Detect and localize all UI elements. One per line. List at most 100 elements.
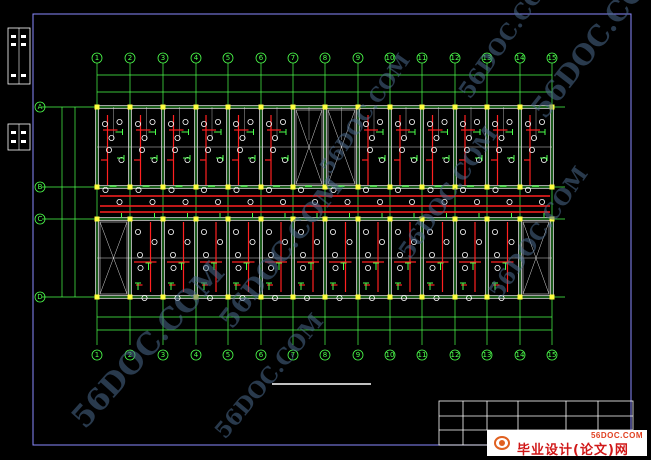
column-square-icon <box>517 216 523 222</box>
stair-cross-icon <box>327 109 356 185</box>
column-square-icon <box>160 184 166 190</box>
fixture-circle-icon <box>267 264 274 271</box>
axis-label: 1 <box>95 351 99 359</box>
axis-label: 10 <box>386 54 395 62</box>
column-square-icon <box>322 184 328 190</box>
axis-label: 8 <box>323 54 327 62</box>
fixture-circle-icon <box>429 264 436 271</box>
fixture-circle-icon <box>138 146 145 153</box>
row-label: A <box>38 103 43 111</box>
column-square-icon <box>160 216 166 222</box>
column-square-icon <box>290 294 296 300</box>
watermark-text: 56DOC.COM <box>65 255 232 435</box>
fixture-circle-icon <box>400 294 407 301</box>
fixture-circle-icon <box>271 134 278 141</box>
axis-bubble-12: 12 <box>449 349 461 361</box>
fixture-circle-icon <box>232 121 239 128</box>
fixture-circle-icon <box>206 134 213 141</box>
column-square-icon <box>484 104 490 110</box>
column-square-icon <box>225 294 231 300</box>
fixture-circle-icon <box>299 251 306 258</box>
fixture-circle-icon <box>495 146 502 153</box>
axis-bubble-13: 13 <box>481 52 493 64</box>
axis-bubble-9: 9 <box>352 349 364 361</box>
fixture-circle-icon <box>265 228 272 235</box>
column-square-icon <box>322 104 328 110</box>
fixture-circle-icon <box>311 198 318 205</box>
axis-bubble-11: 11 <box>416 349 428 361</box>
column-square-icon <box>549 104 555 110</box>
column-square-icon <box>549 216 555 222</box>
fixture-circle-icon <box>297 186 304 193</box>
column-square-icon <box>193 216 199 222</box>
fixture-circle-icon <box>331 251 338 258</box>
column-square-icon <box>160 104 166 110</box>
axis-bubble-5: 5 <box>222 52 234 64</box>
axis-bubble-14: 14 <box>514 349 526 361</box>
axis-label: 14 <box>516 54 525 62</box>
fixture-circle-icon <box>396 264 403 271</box>
axis-bubble-9: 9 <box>352 52 364 64</box>
fixture-circle-icon <box>508 238 515 245</box>
fixture-circle-icon <box>169 251 176 258</box>
column-square-icon <box>225 104 231 110</box>
column-square-icon <box>387 294 393 300</box>
fixture-circle-icon <box>236 146 243 153</box>
axis-bubble-14: 14 <box>514 52 526 64</box>
axis-label: 7 <box>291 54 295 62</box>
watermark-text: 56DOC.COM <box>210 309 329 444</box>
fixture-circle-icon <box>408 198 415 205</box>
column-square-icon <box>549 294 555 300</box>
fixture-circle-icon <box>330 186 337 193</box>
brand-badge[interactable]: 56DOC.COM 毕业设计(论文)网 <box>487 430 647 458</box>
axis-bubble-4: 4 <box>190 349 202 361</box>
fixture-circle-icon <box>204 146 211 153</box>
axis-bubble-15: 15 <box>546 52 558 64</box>
fixture-circle-icon <box>136 251 143 258</box>
fixture-circle-icon <box>239 294 246 301</box>
column-square-icon <box>94 216 100 222</box>
column-square-icon <box>225 216 231 222</box>
fixture-circle-icon <box>473 119 480 126</box>
watermark-text: 56DOC.COM <box>484 162 594 304</box>
axis-label: 6 <box>259 54 264 62</box>
fixture-circle-icon <box>362 186 369 193</box>
axis-label: 11 <box>418 54 427 62</box>
fixture-circle-icon <box>362 121 369 128</box>
axis-bubble-8: 8 <box>319 52 331 64</box>
row-bubble-C: C <box>34 213 46 225</box>
fixture-circle-icon <box>137 264 144 271</box>
fixture-circle-icon <box>430 146 437 153</box>
axis-label: 5 <box>226 54 230 62</box>
fixture-circle-icon <box>247 119 254 126</box>
fixture-circle-icon <box>182 198 189 205</box>
axis-bubble-7: 7 <box>287 52 299 64</box>
axis-label: 9 <box>356 54 360 62</box>
fixture-circle-icon <box>368 294 375 301</box>
fixture-circle-icon <box>427 186 434 193</box>
axis-bubble-6: 6 <box>255 52 267 64</box>
axis-label: 3 <box>161 351 165 359</box>
fixture-circle-icon <box>410 238 417 245</box>
fixture-circle-icon <box>232 228 239 235</box>
axis-bubble-5: 5 <box>222 349 234 361</box>
fixture-circle-icon <box>200 228 207 235</box>
fixture-circle-icon <box>428 251 435 258</box>
fixture-circle-icon <box>475 238 482 245</box>
fixture-circle-icon <box>408 119 415 126</box>
column-square-icon <box>127 216 133 222</box>
fixture-circle-icon <box>498 294 505 301</box>
column-square-icon <box>290 216 296 222</box>
axis-label: 5 <box>226 351 230 359</box>
stair-cross-icon <box>522 221 550 295</box>
row-label: D <box>37 293 42 301</box>
fixture-circle-icon <box>461 251 468 258</box>
fixture-circle-icon <box>171 146 178 153</box>
column-square-icon <box>484 216 490 222</box>
column-square-icon <box>452 216 458 222</box>
axis-bubble-2: 2 <box>124 52 136 64</box>
fixture-circle-icon <box>531 134 538 141</box>
axis-bubble-1: 1 <box>91 349 103 361</box>
fixture-circle-icon <box>214 198 221 205</box>
